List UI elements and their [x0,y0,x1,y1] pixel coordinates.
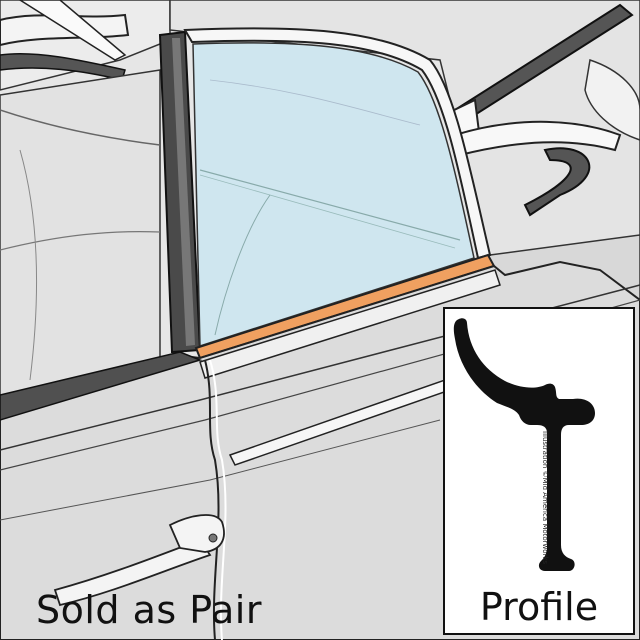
weatherstrip-profile-icon [453,318,595,571]
illustration-credit: Illustration ©Mid America Motorworks [541,431,549,565]
door-handle-icon [53,514,225,607]
sold-as-pair-caption: Sold as Pair [36,588,262,632]
profile-inset: Illustration ©Mid America Motorworks Pro… [443,307,635,635]
profile-caption: Profile [479,585,599,629]
